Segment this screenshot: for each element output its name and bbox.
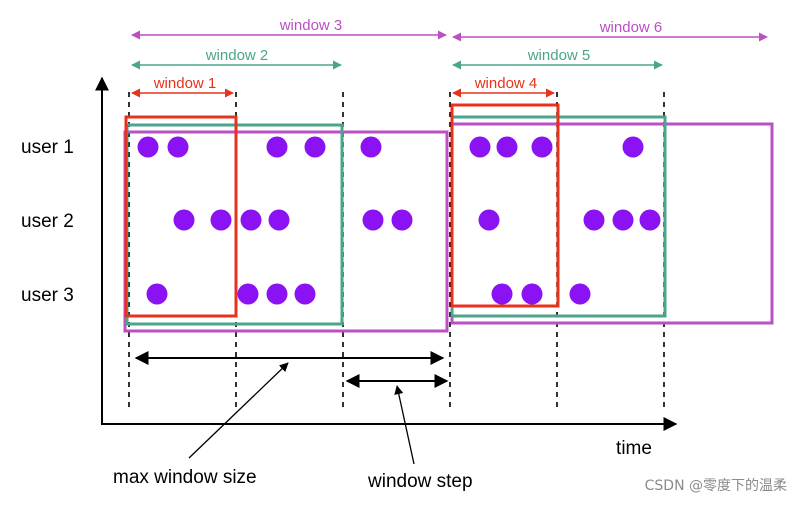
time-boundaries — [128, 92, 665, 410]
event-dot — [491, 283, 513, 305]
event-dot — [360, 136, 382, 158]
event-dot — [146, 283, 168, 305]
event-dot — [622, 136, 644, 158]
event-dot — [304, 136, 326, 158]
x-axis-label: time — [616, 438, 652, 459]
event-dot — [496, 136, 518, 158]
event-dot — [266, 136, 288, 158]
event-dot — [521, 283, 543, 305]
events — [137, 136, 661, 305]
window-step-label: window step — [367, 471, 473, 492]
event-dot — [569, 283, 591, 305]
row-label-user-1: user 1 — [21, 137, 74, 158]
window-step-pointer — [394, 385, 415, 465]
event-dot — [478, 209, 500, 231]
event-dot — [173, 209, 195, 231]
event-dot — [210, 209, 232, 231]
window-2-label: window 2 — [205, 47, 269, 64]
event-dot — [469, 136, 491, 158]
window-5-label: window 5 — [527, 47, 591, 64]
window-4-label: window 4 — [474, 75, 538, 92]
window-6-label: window 6 — [599, 19, 663, 36]
row-label-user-3: user 3 — [21, 285, 74, 306]
event-dot — [137, 136, 159, 158]
event-dot — [531, 136, 553, 158]
event-dot — [237, 283, 259, 305]
window-1-label: window 1 — [153, 75, 217, 92]
watermark: CSDN @零度下的温柔 — [645, 478, 787, 494]
window-3-label: window 3 — [279, 17, 343, 34]
event-dot — [294, 283, 316, 305]
event-dot — [240, 209, 262, 231]
max-window-size-pointer — [188, 362, 289, 459]
event-dot — [266, 283, 288, 305]
event-dot — [362, 209, 384, 231]
event-dot — [583, 209, 605, 231]
window-1-box — [124, 115, 238, 318]
max-window-size-label: max window size — [113, 467, 257, 488]
window-4-box — [450, 103, 560, 308]
event-dot — [167, 136, 189, 158]
event-dot — [612, 209, 634, 231]
event-dot — [639, 209, 661, 231]
window-3-box — [123, 130, 449, 333]
event-dot — [391, 209, 413, 231]
event-dot — [268, 209, 290, 231]
row-label-user-2: user 2 — [21, 211, 74, 232]
